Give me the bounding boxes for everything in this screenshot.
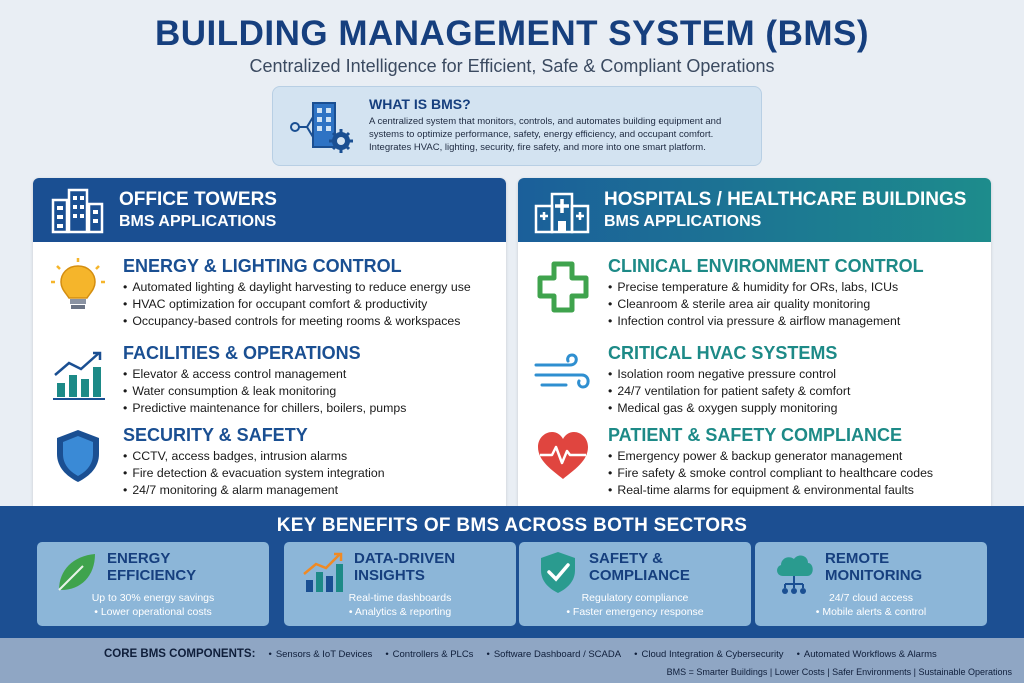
list-item: Emergency power & backup generator manag… [608, 448, 933, 465]
list-item: Infection control via pressure & airflow… [608, 313, 900, 330]
hospitals-panel: HOSPITALS / HEALTHCARE BUILDINGS BMS APP… [518, 178, 991, 506]
core-components-footer: CORE BMS COMPONENTS: Sensors & IoT Devic… [0, 638, 1024, 683]
benefit-card-remote: REMOTE MONITORING 24/7 cloud access • Mo… [755, 542, 987, 626]
what-is-bms-text: A centralized system that monitors, cont… [369, 116, 722, 153]
lightbulb-icon [51, 258, 105, 309]
key-benefits-band: KEY BENEFITS OF BMS ACROSS BOTH SECTORS … [0, 506, 1024, 638]
benefit-card-energy: ENERGY EFFICIENCY Up to 30% energy savin… [37, 542, 269, 626]
benefit-subtext: • Mobile alerts & control [815, 606, 927, 618]
clinical-environment-list: Precise temperature & humidity for ORs, … [608, 279, 900, 330]
list-item: Isolation room negative pressure control [608, 366, 850, 383]
shield-icon [57, 430, 99, 482]
growth-chart-icon [303, 552, 343, 592]
core-component-item: Software Dashboard / SCADA [487, 649, 622, 660]
core-component-item: Automated Workflows & Alarms [797, 649, 937, 660]
critical-hvac-title: CRITICAL HVAC SYSTEMS [608, 343, 838, 363]
key-benefits-title: KEY BENEFITS OF BMS ACROSS BOTH SECTORS [276, 515, 748, 536]
core-components-row: CORE BMS COMPONENTS: Sensors & IoT Devic… [104, 648, 947, 660]
facilities-operations-title: FACILITIES & OPERATIONS [123, 343, 361, 363]
benefit-card-safety: SAFETY & COMPLIANCE Regulatory complianc… [519, 542, 751, 626]
bar-chart-icon [53, 351, 105, 400]
list-item: 24/7 monitoring & alarm management [123, 482, 385, 499]
critical-hvac-list: Isolation room negative pressure control… [608, 366, 850, 417]
airflow-icon [534, 353, 590, 389]
benefit-title-line1: REMOTE [825, 550, 890, 567]
hospital-icon [534, 192, 590, 234]
benefit-subtext: • Analytics & reporting [348, 606, 452, 618]
cloud-network-icon [777, 555, 813, 594]
list-item: Elevator & access control management [123, 366, 406, 383]
what-is-bms-title: WHAT IS BMS? [369, 96, 471, 112]
medical-cross-icon [537, 261, 589, 313]
core-component-item: Sensors & IoT Devices [268, 649, 372, 660]
list-item: Predictive maintenance for chillers, boi… [123, 400, 406, 417]
list-item: Precise temperature & humidity for ORs, … [608, 279, 900, 296]
benefit-subtext: • Faster emergency response [566, 606, 704, 618]
office-towers-header: OFFICE TOWERS BMS APPLICATIONS [33, 178, 506, 242]
office-towers-subtitle: BMS APPLICATIONS [119, 213, 277, 230]
benefit-subtext: Regulatory compliance [581, 592, 689, 604]
benefit-subtext: Up to 30% energy savings [91, 592, 215, 604]
benefit-subtext: • Lower operational costs [94, 606, 212, 618]
benefit-title-line1: DATA-DRIVEN [354, 550, 456, 567]
hospitals-subtitle: BMS APPLICATIONS [604, 213, 762, 230]
list-item: Real-time alarms for equipment & environ… [608, 482, 933, 499]
list-item: Fire detection & evacuation system integ… [123, 465, 384, 482]
list-item: Water consumption & leak monitoring [123, 383, 406, 400]
heart-pulse-icon [538, 432, 588, 479]
list-item: Medical gas & oxygen supply monitoring [608, 400, 850, 417]
facilities-operations-list: Elevator & access control management Wat… [123, 366, 406, 417]
benefit-card-insights: DATA-DRIVEN INSIGHTS Real-time dashboard… [284, 542, 516, 626]
benefit-title-line2: INSIGHTS [354, 567, 425, 584]
list-item: Occupancy-based controls for meeting roo… [123, 313, 471, 330]
list-item: Automated lighting & daylight harvesting… [123, 279, 470, 296]
security-safety-title: SECURITY & SAFETY [123, 425, 308, 445]
patient-safety-title: PATIENT & SAFETY COMPLIANCE [608, 425, 903, 445]
energy-lighting-list: Automated lighting & daylight harvesting… [123, 279, 471, 330]
list-item: Fire safety & smoke control compliant to… [608, 465, 933, 482]
list-item: CCTV, access badges, intrusion alarms [123, 448, 385, 465]
leaf-icon [58, 554, 95, 591]
list-item: 24/7 ventilation for patient safety & co… [608, 383, 850, 400]
page-title: BUILDING MANAGEMENT SYSTEM (BMS) [154, 14, 870, 53]
benefit-subtext: Real-time dashboards [348, 592, 452, 604]
core-components-label: CORE BMS COMPONENTS: [104, 648, 256, 660]
benefit-title-line2: EFFICIENCY [107, 567, 197, 584]
check-shield-icon [541, 552, 575, 593]
benefit-title-line1: ENERGY [107, 550, 171, 567]
list-item: HVAC optimization for occupant comfort &… [123, 296, 471, 313]
hospitals-title: HOSPITALS / HEALTHCARE BUILDINGS [604, 189, 967, 210]
office-towers-panel: OFFICE TOWERS BMS APPLICATIONS ENERGY & … [33, 178, 506, 506]
benefit-title-line1: SAFETY & [589, 550, 663, 567]
energy-lighting-title: ENERGY & LIGHTING CONTROL [123, 256, 402, 276]
hospitals-header: HOSPITALS / HEALTHCARE BUILDINGS BMS APP… [518, 178, 991, 242]
core-component-item: Cloud Integration & Cybersecurity [634, 649, 783, 660]
benefit-title-line2: MONITORING [825, 567, 923, 584]
office-towers-title: OFFICE TOWERS [119, 189, 277, 210]
office-building-icon [51, 188, 104, 234]
page-subtitle: Centralized Intelligence for Efficient, … [249, 56, 775, 76]
benefit-subtext: 24/7 cloud access [828, 592, 914, 604]
clinical-environment-title: CLINICAL ENVIRONMENT CONTROL [608, 256, 924, 276]
core-component-item: Controllers & PLCs [385, 649, 473, 660]
security-safety-list: CCTV, access badges, intrusion alarms Fi… [123, 448, 385, 499]
footer-tagline: BMS = Smarter Buildings | Lower Costs | … [666, 667, 1012, 677]
list-item: Cleanroom & sterile area air quality mon… [608, 296, 900, 313]
patient-safety-list: Emergency power & backup generator manag… [608, 448, 933, 499]
building-gear-icon [290, 102, 353, 153]
what-is-bms-box: WHAT IS BMS? A centralized system that m… [272, 86, 762, 166]
benefit-title-line2: COMPLIANCE [589, 567, 690, 584]
